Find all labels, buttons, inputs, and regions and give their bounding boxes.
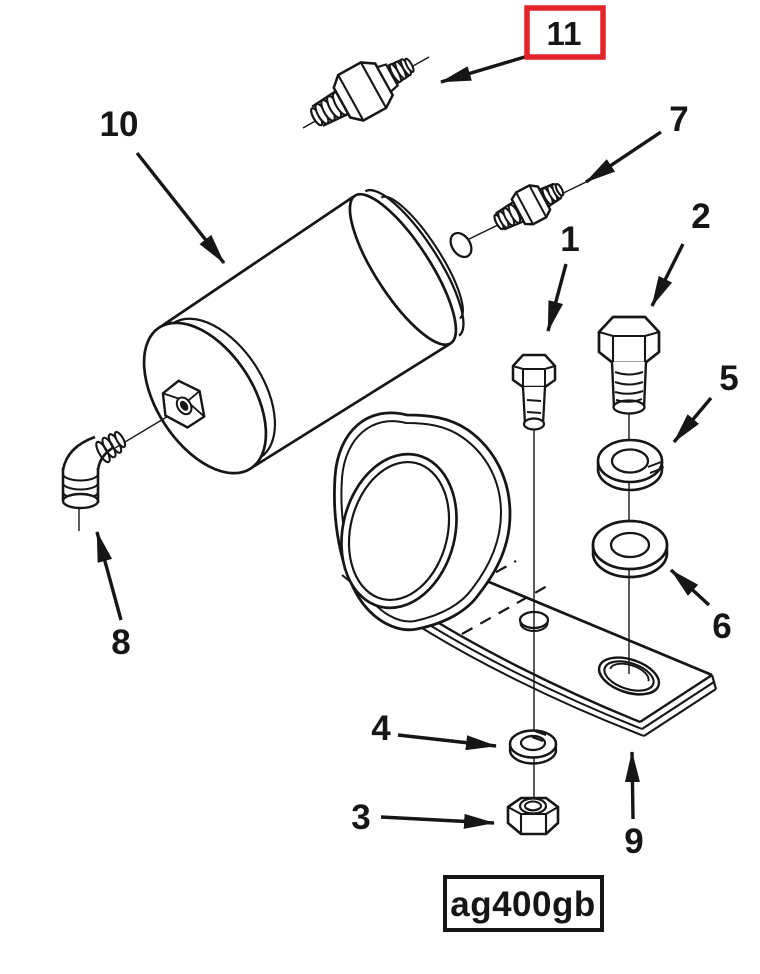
plate-large-hole xyxy=(597,656,661,696)
flat-washer-6-drawing xyxy=(591,519,669,579)
callout-5-arrow xyxy=(672,396,713,444)
callout-11-label: 11 xyxy=(547,15,582,52)
callout-8-label: 8 xyxy=(111,623,130,662)
callout-arrows xyxy=(95,54,713,829)
lock-washer-4-drawing xyxy=(508,729,558,765)
callout-11-arrow xyxy=(440,54,529,84)
callout-2-arrow xyxy=(650,243,685,307)
callout-labels: 10 7 1 2 5 6 8 4 3 9 xyxy=(100,100,739,861)
canister-face-nut xyxy=(161,379,206,429)
callout-10-label: 10 xyxy=(100,105,139,144)
callout-4-arrow xyxy=(397,733,497,751)
bolt-1-drawing xyxy=(511,353,557,431)
canister-drawing xyxy=(142,188,465,475)
callout-3-arrow xyxy=(380,813,495,829)
callout-7-arrow xyxy=(585,130,662,184)
callout-9-label: 9 xyxy=(624,822,643,861)
lock-washer-5-drawing xyxy=(596,438,664,492)
elbow-fitting-drawing xyxy=(61,430,127,510)
callout-5-label: 5 xyxy=(719,359,738,398)
callout-8-arrow xyxy=(95,531,123,621)
callout-2-label: 2 xyxy=(691,197,710,236)
callout-1-label: 1 xyxy=(560,220,579,259)
part-code-box: ag400gb xyxy=(443,875,604,932)
part-code-label: ag400gb xyxy=(450,885,596,924)
hex-nut-3-drawing xyxy=(506,796,560,836)
callout-1-arrow xyxy=(546,263,568,332)
connector-fitting-7-drawing xyxy=(493,182,565,231)
callout-6-label: 6 xyxy=(712,607,731,646)
bolt-2-drawing xyxy=(597,315,661,415)
canister-port xyxy=(449,231,473,259)
callout-7-label: 7 xyxy=(669,100,688,139)
clamp-loop-drawing xyxy=(333,411,512,632)
callout-6-arrow xyxy=(669,568,711,607)
callout-3-label: 3 xyxy=(351,798,370,837)
callout-9-arrow xyxy=(624,751,640,820)
sensor-fitting-11-drawing xyxy=(310,57,415,127)
callout-4-label: 4 xyxy=(371,709,391,748)
callout-10-arrow xyxy=(135,151,226,265)
highlight-box: 11 xyxy=(524,5,606,60)
